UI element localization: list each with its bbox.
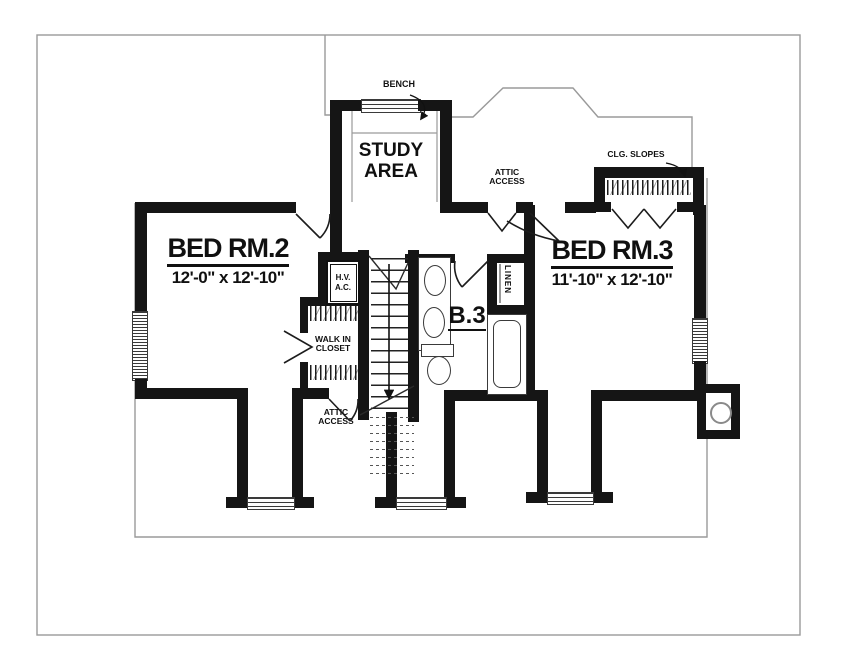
attic-lower-line2: ACCESS: [318, 416, 354, 427]
attic-upper-line2: ACCESS: [489, 176, 525, 187]
wall-linen-bottom: [487, 305, 534, 314]
wall-walkin-left-lower: [300, 362, 308, 399]
closet3-shelf-hatch: [607, 180, 691, 195]
wall-study-top-right: [418, 100, 452, 111]
window-bed3-right: [692, 318, 708, 364]
bathtub-inner: [493, 320, 521, 388]
closet3-bifold-doors: [611, 208, 677, 230]
bench-label: BENCH: [382, 79, 415, 89]
bed2-label-block: BED RM.2 12'-0" x 12'-10": [147, 233, 309, 288]
wall-top-bed3: [565, 202, 596, 213]
dormer1-sill-right: [302, 497, 314, 508]
wall-study-left: [330, 100, 342, 213]
wall-linen-left: [487, 254, 497, 314]
window-bench: [361, 99, 421, 113]
wall-bottom-bath: [444, 390, 545, 401]
attic-upper-line1: ATTIC: [494, 167, 520, 177]
hvac-label-line2: A.C.: [335, 282, 351, 292]
wall-left-upper: [135, 202, 147, 312]
attic-access-upper-label: ATTIC ACCESS: [477, 167, 537, 187]
wall-walkin-left-upper: [300, 297, 308, 333]
wall-closet3-bottom-right: [677, 202, 704, 212]
bed2-dimensions: 12'-0" x 12'-10": [171, 268, 285, 288]
dormer2-sill-right: [454, 497, 466, 508]
linen-label: LINEN: [503, 265, 512, 294]
wall-study-right: [440, 100, 452, 213]
attic-access-lower-label: ATTIC ACCESS: [306, 407, 366, 427]
study-label-line2: AREA: [364, 160, 418, 182]
bath-sink-2: [423, 307, 445, 338]
bath-sink-1: [424, 265, 446, 296]
wall-closet3-right: [693, 167, 704, 215]
hvac-label-line1: H.V.: [335, 272, 351, 282]
bath-room-name: B.3: [448, 302, 486, 331]
clg-slopes-label: CLG. SLOPES: [607, 149, 665, 159]
study-label-line1: STUDY: [358, 140, 424, 161]
window-dormer3: [547, 492, 594, 505]
wall-hvac-top: [318, 252, 362, 260]
wall-bed2-hall: [330, 212, 342, 258]
bed2-room-name: BED RM.2: [167, 233, 290, 268]
hvac-unit-box: H.V. A.C.: [326, 260, 360, 305]
wall-closet3-bottom-left: [594, 202, 611, 212]
wall-bottom-closet: [303, 388, 329, 399]
walkin-line2: CLOSET: [315, 343, 351, 354]
dormer2-right-wall: [444, 390, 455, 508]
wall-top-bed2: [135, 202, 296, 213]
wall-study-top-left: [330, 100, 362, 111]
bed3-dimensions: 11'-10" x 12'-10": [551, 270, 673, 290]
wall-top-hall: [452, 202, 488, 213]
study-area-label: STUDY AREA: [331, 140, 451, 182]
attic-storage-dashed-area: [370, 417, 414, 479]
wall-hvac-left: [318, 252, 326, 305]
wall-bottom-bed3: [601, 390, 706, 401]
attic-access-upper-bifold-door: [487, 212, 517, 233]
stairwell-left-wall: [358, 250, 369, 420]
wall-linen-top: [487, 254, 534, 263]
dormer3-right-wall: [591, 390, 602, 503]
wall-right-upper: [694, 205, 706, 319]
walkin-shelf-hatch-bottom: [310, 365, 358, 380]
dormer1-right-wall: [292, 388, 303, 508]
walkin-closet-label: WALK IN CLOSET: [303, 334, 363, 354]
upper-story-footprint-line: [134, 178, 708, 538]
wall-bottom-bed2: [135, 388, 248, 399]
window-dormer2: [396, 497, 447, 510]
dormer3-left-wall: [537, 390, 548, 503]
window-dormer1: [247, 497, 295, 510]
walkin-line1: WALK IN: [315, 334, 351, 344]
wall-closet3-top: [594, 167, 704, 178]
bed3-room-name: BED RM.3: [551, 235, 674, 270]
bed3-label-block: BED RM.3 11'-10" x 12'-10": [531, 235, 693, 290]
stairwell-right-wall: [408, 250, 419, 422]
staircase-treads: [371, 258, 408, 414]
window-bed2-left: [132, 311, 148, 381]
bath-label: B.3: [444, 303, 490, 331]
wall-closet3-left: [594, 167, 605, 212]
toilet-bowl: [427, 356, 451, 385]
dormer3-sill-left: [526, 492, 538, 503]
chimney-flue-circle: [710, 402, 732, 424]
dormer2-sill-left: [375, 497, 387, 508]
dormer1-sill-left: [226, 497, 238, 508]
wall-bed3-left: [524, 205, 535, 401]
bathroom-door-swing: [453, 260, 489, 288]
walkin-shelf-hatch-top: [310, 306, 358, 321]
dormer3-sill-right: [601, 492, 613, 503]
dormer1-left-wall: [237, 388, 248, 508]
